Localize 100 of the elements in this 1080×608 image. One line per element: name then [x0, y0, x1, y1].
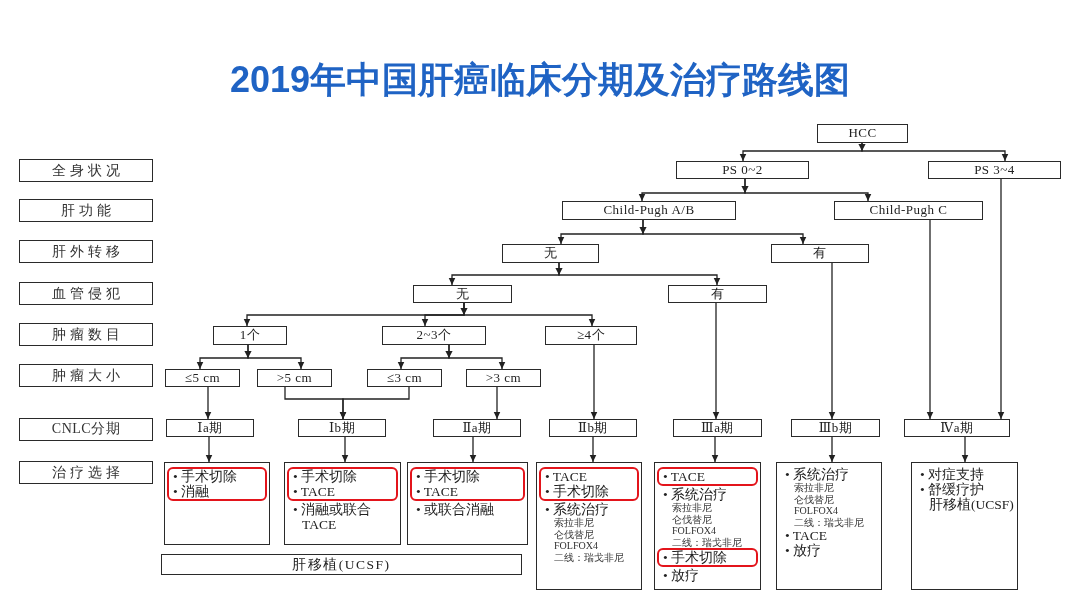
stage-box — [433, 419, 521, 437]
decision-box — [466, 369, 541, 387]
row-header-box — [19, 199, 153, 222]
row-header-text: 肿瘤大小 — [52, 367, 124, 384]
treatment-option-text: • TACE — [293, 484, 337, 499]
treatment-box — [776, 462, 882, 590]
box-label: Child-Pugh A/B — [603, 203, 695, 218]
box-label: Ⅱb期 — [578, 420, 608, 436]
treatment-box — [164, 462, 270, 545]
row-header-box — [19, 418, 153, 441]
decision-box — [834, 201, 983, 220]
treatment-option-text: • 手术切除 — [293, 469, 359, 484]
stage-box — [673, 419, 762, 437]
box-label: 2~3个 — [416, 328, 452, 343]
stage-box — [791, 419, 880, 437]
arrow — [204, 386, 212, 420]
highlight-frame — [657, 548, 758, 567]
drug-option-text: 索拉非尼 — [793, 482, 835, 494]
row-header-box — [19, 364, 153, 387]
box-label: ≤5 cm — [184, 370, 221, 386]
box-label: ≥4个 — [576, 328, 606, 343]
row-header-text: 肝功能 — [61, 202, 115, 219]
start-box — [817, 124, 908, 143]
highlight-frame — [410, 467, 525, 501]
treatment-option-text: • 舒缓疗护 — [920, 482, 986, 497]
drug-option-text: 仑伐替尼 — [671, 513, 713, 525]
box-label: 有 — [710, 286, 725, 302]
treatment-option-text: • 系统治疗 — [545, 502, 611, 517]
decision-box — [257, 369, 332, 387]
row-header-box — [19, 461, 153, 484]
drug-option-text: FOLFOX4 — [671, 525, 717, 537]
arrow — [828, 262, 836, 420]
treatment-option-text: • 放疗 — [785, 543, 823, 558]
treatment-option-text: • 放疗 — [663, 568, 701, 583]
treatment-box — [654, 462, 761, 590]
drug-option-text: 二线：瑞戈非尼 — [553, 551, 625, 563]
treatment-option-text: • TACE — [785, 528, 829, 543]
decision-box — [367, 369, 442, 387]
row-header-box — [19, 282, 153, 305]
highlight-frame — [167, 467, 267, 501]
stage-box — [166, 419, 254, 437]
treatment-box — [407, 462, 528, 545]
arrow — [712, 302, 720, 420]
box-label: Child-Pugh C — [869, 203, 948, 218]
drug-option-text: 索拉非尼 — [671, 502, 713, 514]
arrow — [711, 436, 719, 463]
arrow — [341, 436, 349, 463]
box-label: PS 3~4 — [974, 162, 1015, 178]
box-label: Ⅱa期 — [462, 420, 492, 436]
box-label: 肝移植(UCSF) — [292, 556, 391, 573]
arrow — [997, 178, 1005, 420]
treatment-option-text: • TACE — [663, 469, 707, 484]
treatment-option-text: • 手术切除 — [663, 550, 729, 565]
treatment-box — [911, 462, 1018, 590]
stage-box — [549, 419, 637, 437]
treatment-option-text: • 消融或联合TACE — [293, 502, 373, 532]
decision-box — [502, 244, 599, 263]
treatment-option-text: • 手术切除 — [173, 469, 239, 484]
decision-box — [562, 201, 736, 220]
arrow — [469, 436, 477, 463]
row-header-text: CNLC分期 — [51, 421, 121, 438]
box-label: Ⅳa期 — [940, 420, 974, 436]
box-label: >5 cm — [276, 370, 313, 386]
drug-option-text: 二线：瑞戈非尼 — [671, 536, 743, 548]
option-bar — [161, 554, 522, 575]
arrow — [828, 436, 836, 463]
decision-box — [676, 161, 809, 179]
box-label: Ⅰa期 — [197, 420, 223, 436]
treatment-option-text: • 或联合消融 — [416, 502, 496, 517]
arrow — [493, 386, 501, 420]
box-label: 无 — [543, 246, 558, 261]
arrow — [926, 219, 934, 420]
highlight-frame — [287, 467, 398, 501]
row-header-box — [19, 240, 153, 263]
treatment-option-text: • 手术切除 — [416, 469, 482, 484]
box-label: HCC — [848, 126, 877, 141]
treatment-option-text: • 对症支持 — [920, 467, 986, 482]
row-header-text: 全身状况 — [52, 162, 124, 179]
stage-box — [904, 419, 1010, 437]
decision-box — [382, 326, 486, 345]
row-header-box — [19, 159, 153, 182]
treatment-option-text: • 系统治疗 — [785, 467, 851, 482]
arrow — [205, 436, 213, 463]
drug-option-text: FOLFOX4 — [793, 505, 839, 517]
decision-box — [413, 285, 512, 303]
treatment-option-text: • TACE — [545, 469, 589, 484]
drug-option-text: 仑伐替尼 — [553, 528, 595, 540]
box-label: Ⅰb期 — [328, 420, 356, 436]
row-header-box — [19, 323, 153, 346]
title: 2019年中国肝癌临床分期及治疗路线图 — [229, 59, 851, 101]
arrow — [590, 344, 598, 420]
decision-box — [668, 285, 767, 303]
treatment-option-text: • 系统治疗 — [663, 487, 729, 502]
box-label: >3 cm — [485, 370, 522, 386]
treatment-option-text: • 消融 — [173, 484, 211, 499]
treatment-option-text: 肝移植(UCSF) — [928, 497, 1015, 512]
row-header-text: 血管侵犯 — [52, 285, 124, 302]
highlight-frame — [539, 467, 639, 501]
decision-box — [928, 161, 1061, 179]
decision-box — [165, 369, 240, 387]
